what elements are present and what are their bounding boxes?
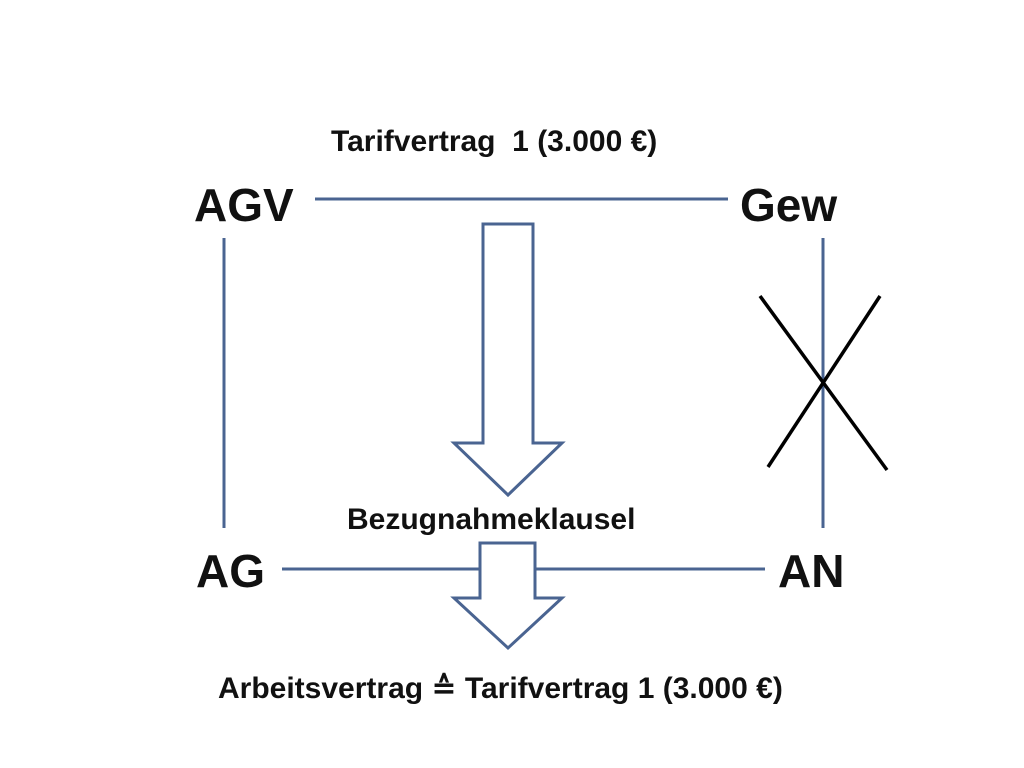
- node-gew: Gew: [740, 179, 838, 231]
- bottom-caption: Arbeitsvertrag ≙ Tarifvertrag 1 (3.000 €…: [218, 672, 783, 705]
- node-an: AN: [778, 545, 845, 597]
- middle-caption: Bezugnahmeklausel: [347, 503, 636, 536]
- small-down-arrow: [450, 541, 566, 651]
- cross-line-2: [766, 295, 882, 468]
- node-agv: AGV: [194, 179, 294, 231]
- large-down-arrow: [450, 222, 566, 498]
- top-caption: Tarifvertrag 1 (3.000 €): [331, 125, 658, 158]
- node-ag: AG: [196, 545, 265, 597]
